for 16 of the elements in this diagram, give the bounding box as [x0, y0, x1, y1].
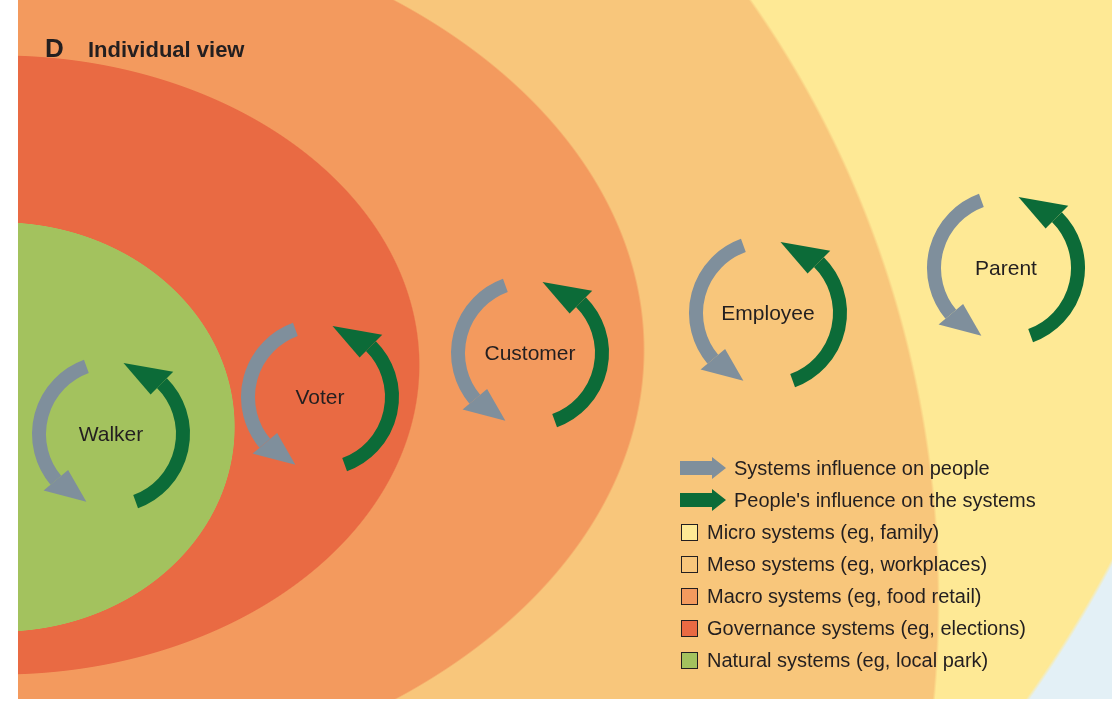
- role-label: Parent: [975, 256, 1037, 280]
- role-label: Walker: [78, 422, 144, 446]
- panel-letter: D: [45, 33, 64, 64]
- role-label: Employee: [721, 301, 815, 325]
- system-band: [18, 0, 645, 699]
- legend-text: Systems influence on people: [734, 456, 990, 480]
- diagram-title: Individual view: [88, 37, 245, 63]
- legend-text: Meso systems (eg, workplaces): [707, 552, 988, 576]
- legend-text: Macro systems (eg, food retail): [707, 584, 982, 608]
- legend-text: Micro systems (eg, family): [707, 520, 940, 544]
- role-label: Customer: [484, 341, 576, 365]
- legend-text: Natural systems (eg, local park): [707, 648, 989, 672]
- role-label: Voter: [295, 385, 345, 409]
- system-band: [18, 0, 1112, 699]
- legend-text: People's influence on the systems: [734, 488, 1036, 512]
- legend-text: Governance systems (eg, elections): [707, 616, 1027, 640]
